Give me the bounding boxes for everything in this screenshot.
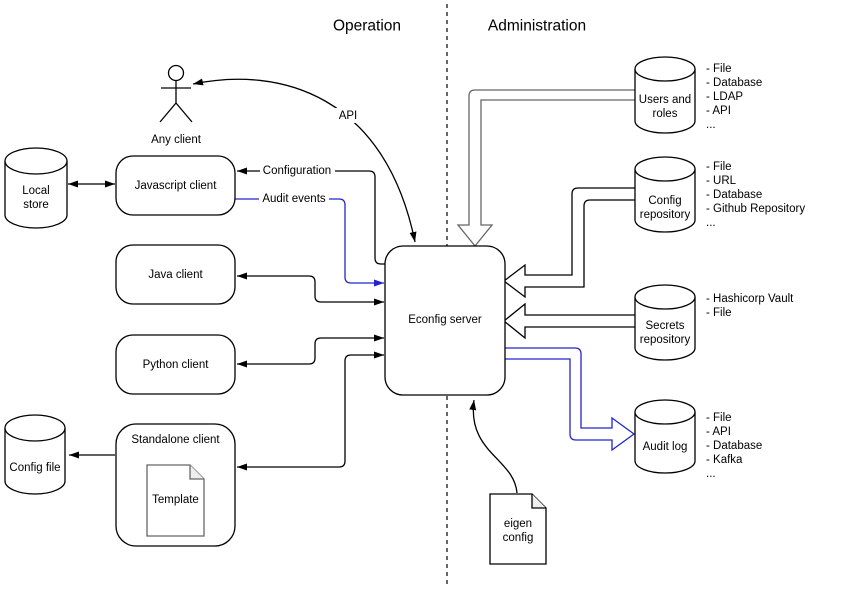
users-roles-body xyxy=(634,69,696,134)
secrets-repo-label-line1: Secrets xyxy=(646,320,685,332)
configuration-label: Configuration xyxy=(263,165,331,177)
box-javascript-client: Javascript client xyxy=(115,155,236,216)
hollow-arrow-config-repo-to-server xyxy=(502,187,635,299)
box-python-client: Python client xyxy=(115,334,236,395)
label-bg xyxy=(334,108,363,123)
eigen-config-label-line1: eigen xyxy=(504,518,532,530)
arrow-python-client-server xyxy=(237,334,384,368)
secrets-repo-options-list: - Hashicorp Vault - File xyxy=(706,293,794,319)
eigen-config-label-line2: config xyxy=(503,532,534,544)
secrets-repo-label-line2: repository xyxy=(640,334,691,346)
java-client-label: Java client xyxy=(148,269,203,281)
cylinder-secrets-repository: Secrets repository - Hashicorp Vault - F… xyxy=(634,284,794,361)
config-file-body xyxy=(4,428,66,495)
audit-log-body xyxy=(634,412,696,474)
list-item: - LDAP xyxy=(706,91,743,103)
label-bg xyxy=(260,164,335,178)
list-item: - File xyxy=(706,161,732,173)
list-item: - File xyxy=(706,63,732,75)
header-administration: Administration xyxy=(488,18,586,35)
template-document-icon xyxy=(146,464,205,537)
box-java-client: Java client xyxy=(115,244,236,305)
arrow-eigen-config-to-server xyxy=(469,399,518,494)
list-item: ... xyxy=(706,119,716,131)
audit-events-label: Audit events xyxy=(262,193,326,205)
econfig-server-shape xyxy=(384,245,506,396)
list-item: - Github Repository xyxy=(706,203,805,215)
secrets-repo-top xyxy=(634,284,696,310)
config-repo-top xyxy=(634,156,696,182)
list-item: - Hashicorp Vault xyxy=(706,293,794,305)
java-client-shape xyxy=(115,244,236,305)
actor-legs xyxy=(159,102,193,123)
edge-label-audit-events: Audit events xyxy=(259,192,329,206)
local-store-body xyxy=(4,161,68,229)
secrets-repo-body xyxy=(634,297,696,361)
list-item: - API xyxy=(706,105,731,117)
local-store-label-line2: store xyxy=(23,199,49,211)
users-roles-top xyxy=(634,56,696,82)
list-item: - Database xyxy=(706,189,762,201)
arrow-java-client-server xyxy=(237,272,384,306)
cylinder-local-store: Local store xyxy=(4,147,68,229)
config-file-top xyxy=(4,414,66,442)
any-client-label: Any client xyxy=(151,134,202,146)
hollow-arrow-secrets-repo-to-server xyxy=(502,302,635,340)
list-item: - File xyxy=(706,412,732,424)
arrow-audit-events-js-to-server xyxy=(235,198,384,287)
header-operation: Operation xyxy=(333,18,401,35)
list-item: - URL xyxy=(706,175,737,187)
template-document-label: Template xyxy=(152,494,199,506)
arrow-configuration-server-to-js xyxy=(237,167,385,265)
list-item: - File xyxy=(706,307,732,319)
list-item: - Database xyxy=(706,77,762,89)
list-item: - API xyxy=(706,426,731,438)
config-repo-label-line2: repository xyxy=(640,209,691,221)
api-label: API xyxy=(339,110,358,122)
edge-label-api: API xyxy=(334,108,363,123)
box-standalone-client: Standalone client Template xyxy=(115,423,236,547)
config-repo-options-list: - File - URL - Database - Github Reposit… xyxy=(706,161,805,229)
list-item: ... xyxy=(706,468,716,480)
actor-any-client: Any client xyxy=(151,64,202,146)
python-client-label: Python client xyxy=(143,359,210,371)
cylinder-config-file: Config file xyxy=(4,414,66,495)
config-file-label: Config file xyxy=(9,462,60,474)
users-roles-label-line2: roles xyxy=(653,108,678,120)
local-store-label-line1: Local xyxy=(22,185,50,197)
audit-log-top xyxy=(634,399,696,425)
actor-head xyxy=(167,64,185,82)
econfig-server-label: Econfig server xyxy=(408,314,482,326)
eigen-config-document: eigen config xyxy=(489,493,547,565)
standalone-client-label: Standalone client xyxy=(131,434,220,446)
cylinder-config-repository: Config repository - File - URL - Databas… xyxy=(634,156,805,233)
box-econfig-server: Econfig server xyxy=(384,245,506,396)
eigen-config-fold xyxy=(531,494,546,509)
list-item: - Kafka xyxy=(706,454,743,466)
template-document-fold xyxy=(189,465,204,480)
audit-log-options-list: - File - API - Database - Kafka ... xyxy=(706,412,762,480)
arrow-standalone-client-server xyxy=(237,351,384,471)
cylinder-audit-log: Audit log - File - API - Database - Kafk… xyxy=(634,399,762,480)
edge-label-configuration: Configuration xyxy=(260,164,335,178)
list-item: - Database xyxy=(706,440,762,452)
python-client-shape xyxy=(115,334,236,395)
config-repo-label-line1: Config xyxy=(648,195,681,207)
audit-log-label: Audit log xyxy=(643,441,688,453)
arrow-api-any-client-server xyxy=(192,78,417,243)
local-store-top xyxy=(4,147,68,175)
javascript-client-shape xyxy=(115,155,236,216)
javascript-client-label: Javascript client xyxy=(135,180,218,192)
cylinder-users-roles: Users and roles - File - Database - LDAP… xyxy=(634,56,762,134)
label-bg xyxy=(259,192,329,206)
hollow-arrow-server-to-audit-log xyxy=(505,347,636,452)
config-repo-body xyxy=(634,169,696,233)
users-roles-options-list: - File - Database - LDAP - API ... xyxy=(706,63,762,131)
eigen-config-icon xyxy=(489,493,547,565)
users-roles-label-line1: Users and xyxy=(639,94,691,106)
hollow-arrow-users-roles-to-server xyxy=(456,89,635,248)
list-item: ... xyxy=(706,217,716,229)
